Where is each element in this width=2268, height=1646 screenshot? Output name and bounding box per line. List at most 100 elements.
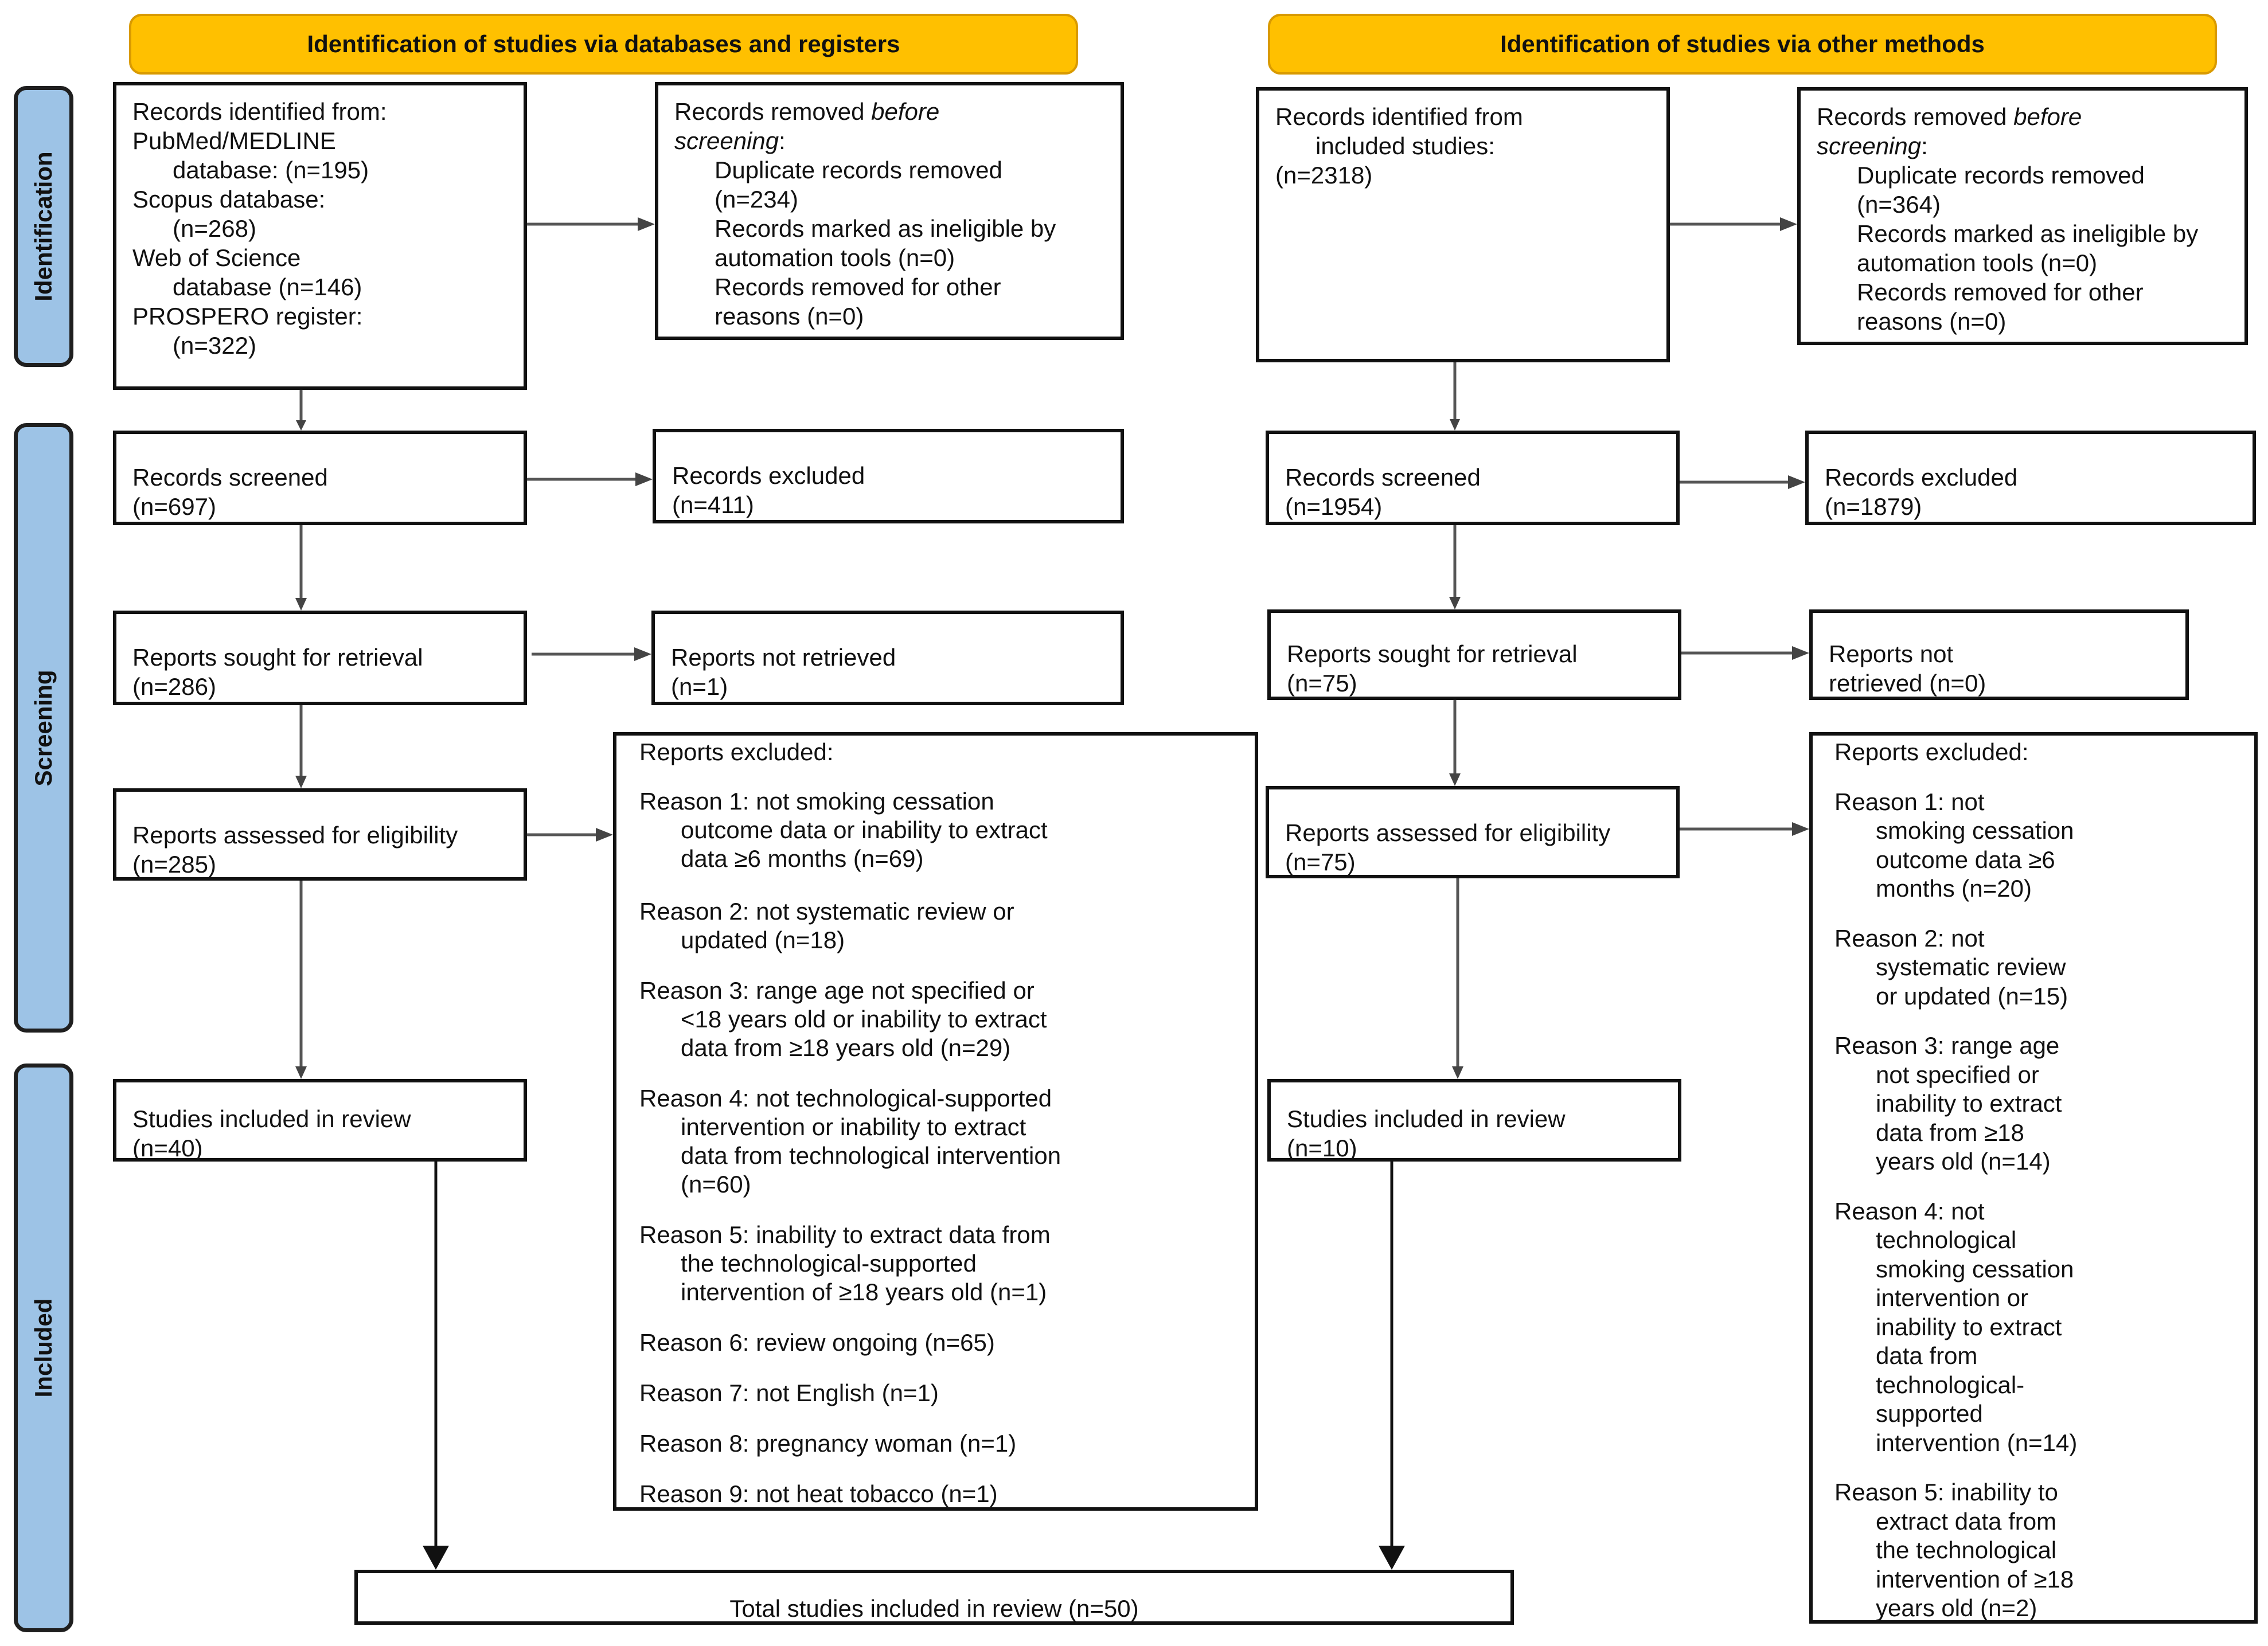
right-excluded-line: (n=1879) xyxy=(1825,493,1922,520)
left-reasons-title: Reports excluded: xyxy=(639,738,834,765)
right-excluded-line: Records excluded xyxy=(1825,464,2018,491)
right-reason-line: supported xyxy=(1876,1400,1983,1427)
right-reason-line: outcome data ≥6 xyxy=(1876,846,2055,873)
left-identified-line: (n=322) xyxy=(173,332,256,359)
arrowhead-left-sought-to-not-retrieved xyxy=(634,647,651,661)
right-reason-line: not specified or xyxy=(1876,1061,2039,1088)
right-reason-line: inability to extract xyxy=(1876,1313,2062,1340)
right-removed-text: Records removed xyxy=(1817,103,2014,130)
left-records-identified-box: Records identified from: PubMed/MEDLINE … xyxy=(113,82,527,390)
right-reason-line: technological- xyxy=(1876,1371,2025,1398)
header-databases-registers: Identification of studies via databases … xyxy=(129,14,1078,75)
left-reason-line: Reason 3: range age not specified or xyxy=(639,977,1035,1004)
arrowhead-right-screened-to-sought xyxy=(1449,597,1461,609)
arrowhead-right-sought-to-not-retrieved xyxy=(1792,646,1809,660)
right-reason-line: inability to extract xyxy=(1876,1090,2062,1117)
phase-included: Included xyxy=(14,1064,73,1632)
arrowhead-right-included-to-total xyxy=(1379,1546,1405,1570)
right-records-excluded-box: Records excluded (n=1879) xyxy=(1805,431,2256,525)
left-excluded-line: (n=411) xyxy=(672,491,754,518)
arrowhead-right-sought-to-assessed xyxy=(1449,773,1461,786)
arrowhead-left-sought-to-assessed xyxy=(295,776,307,788)
left-records-excluded-box: Records excluded (n=411) xyxy=(653,429,1124,523)
arrowhead-left-identified-to-removed xyxy=(638,217,655,231)
right-reports-assessed-box: Reports assessed for eligibility (n=75) xyxy=(1266,786,1680,878)
right-reason-line: intervention of ≥18 xyxy=(1876,1565,2074,1593)
right-studies-included-box: Studies included in review (n=10) xyxy=(1267,1079,1681,1162)
right-identified-line: Records identified from xyxy=(1275,103,1523,130)
right-sought-line: Reports sought for retrieval xyxy=(1287,640,1578,667)
left-reason-line: intervention or inability to extract xyxy=(681,1113,1026,1140)
left-identified-line: PROSPERO register: xyxy=(132,303,363,330)
phase-identification: Identification xyxy=(14,86,73,367)
left-reason-line: intervention of ≥18 years old (n=1) xyxy=(681,1279,1047,1305)
left-removed-line: Records marked as ineligible by xyxy=(715,215,1056,242)
left-reason-line: <18 years old or inability to extract xyxy=(681,1006,1047,1033)
right-reason-line: data from ≥18 xyxy=(1876,1119,2024,1146)
left-reason-line: Reason 1: not smoking cessation xyxy=(639,788,994,815)
left-identified-line: Records identified from: xyxy=(132,98,387,125)
right-removed-line: Records marked as ineligible by xyxy=(1857,220,2199,247)
left-sought-line: (n=286) xyxy=(132,673,216,700)
left-removed-emphasis: screening xyxy=(674,127,779,154)
left-reason-line: (n=60) xyxy=(681,1171,751,1198)
left-reason-line: Reason 2: not systematic review or xyxy=(639,898,1014,925)
right-not-retrieved-line: retrieved (n=0) xyxy=(1829,670,1986,697)
left-identified-line: database (n=146) xyxy=(173,273,362,300)
left-reason-line: Reason 7: not English (n=1) xyxy=(639,1379,939,1406)
right-reasons-title: Reports excluded: xyxy=(1834,738,2029,765)
right-assessed-line: Reports assessed for eligibility xyxy=(1285,819,1611,846)
right-reason-line: smoking cessation xyxy=(1876,817,2074,844)
right-reason-line: intervention (n=14) xyxy=(1876,1429,2078,1456)
left-included-line: Studies included in review xyxy=(132,1105,411,1132)
right-removed-emphasis: before xyxy=(2013,103,2082,130)
left-assessed-line: Reports assessed for eligibility xyxy=(132,822,458,849)
right-sought-line: (n=75) xyxy=(1287,670,1357,697)
arrowhead-right-assessed-to-included xyxy=(1452,1066,1463,1079)
left-identified-line: PubMed/MEDLINE xyxy=(132,127,336,154)
right-records-screened-box: Records screened (n=1954) xyxy=(1266,431,1680,525)
right-removed-line: (n=364) xyxy=(1857,191,1941,218)
right-removed-emphasis: screening xyxy=(1817,132,1922,159)
left-identified-line: Web of Science xyxy=(132,244,301,271)
right-reason-line: systematic review xyxy=(1876,953,2066,980)
arrowhead-left-identified-to-screened xyxy=(296,420,306,431)
right-reason-line: Reason 4: not xyxy=(1834,1197,1985,1225)
left-removed-line: automation tools (n=0) xyxy=(715,244,955,271)
left-reports-not-retrieved-box: Reports not retrieved (n=1) xyxy=(651,611,1124,705)
right-reason-line: Reason 5: inability to xyxy=(1834,1479,2058,1506)
left-identified-line: Scopus database: xyxy=(132,186,326,213)
right-removed-line: reasons (n=0) xyxy=(1857,308,2007,335)
right-identified-line: included studies: xyxy=(1315,132,1495,159)
right-reason-line: years old (n=14) xyxy=(1876,1148,2051,1175)
right-reports-excluded-box: Reports excluded: Reason 1: not smoking … xyxy=(1809,732,2258,1624)
left-removed-line: screening: xyxy=(674,126,1104,155)
left-reason-line: data from technological intervention xyxy=(681,1142,1061,1169)
left-not-retrieved-line: Reports not retrieved xyxy=(671,644,896,671)
right-reason-line: smoking cessation xyxy=(1876,1255,2074,1283)
right-removed-line: screening: xyxy=(1817,131,2228,161)
left-removed-line: (n=234) xyxy=(715,186,798,213)
right-included-line: (n=10) xyxy=(1287,1135,1357,1162)
left-removed-line: Duplicate records removed xyxy=(715,157,1002,183)
arrowhead-right-screened-to-excluded xyxy=(1788,475,1805,489)
right-reason-line: the technological xyxy=(1876,1536,2057,1563)
right-identified-line: (n=2318) xyxy=(1275,162,1373,189)
left-screened-line: Records screened xyxy=(132,464,328,491)
left-excluded-line: Records excluded xyxy=(672,462,865,489)
right-removed-line: Records removed for other xyxy=(1857,279,2144,306)
left-identified-line: database: (n=195) xyxy=(173,157,369,183)
left-records-screened-box: Records screened (n=697) xyxy=(113,431,527,525)
right-reason-line: years old (n=2) xyxy=(1876,1594,2037,1621)
right-removed-line: automation tools (n=0) xyxy=(1857,249,2098,276)
arrowhead-left-assessed-to-included xyxy=(295,1066,307,1079)
right-not-retrieved-line: Reports not xyxy=(1829,640,1954,667)
left-removed-line: reasons (n=0) xyxy=(715,303,864,330)
arrowhead-right-assessed-to-reasons xyxy=(1792,822,1809,836)
left-reports-assessed-box: Reports assessed for eligibility (n=285) xyxy=(113,788,527,881)
right-reason-line: Reason 3: range age xyxy=(1834,1032,2060,1059)
right-reason-line: data from xyxy=(1876,1342,1978,1369)
left-reports-sought-box: Reports sought for retrieval (n=286) xyxy=(113,611,527,705)
left-removed-text: Records removed xyxy=(674,98,872,125)
